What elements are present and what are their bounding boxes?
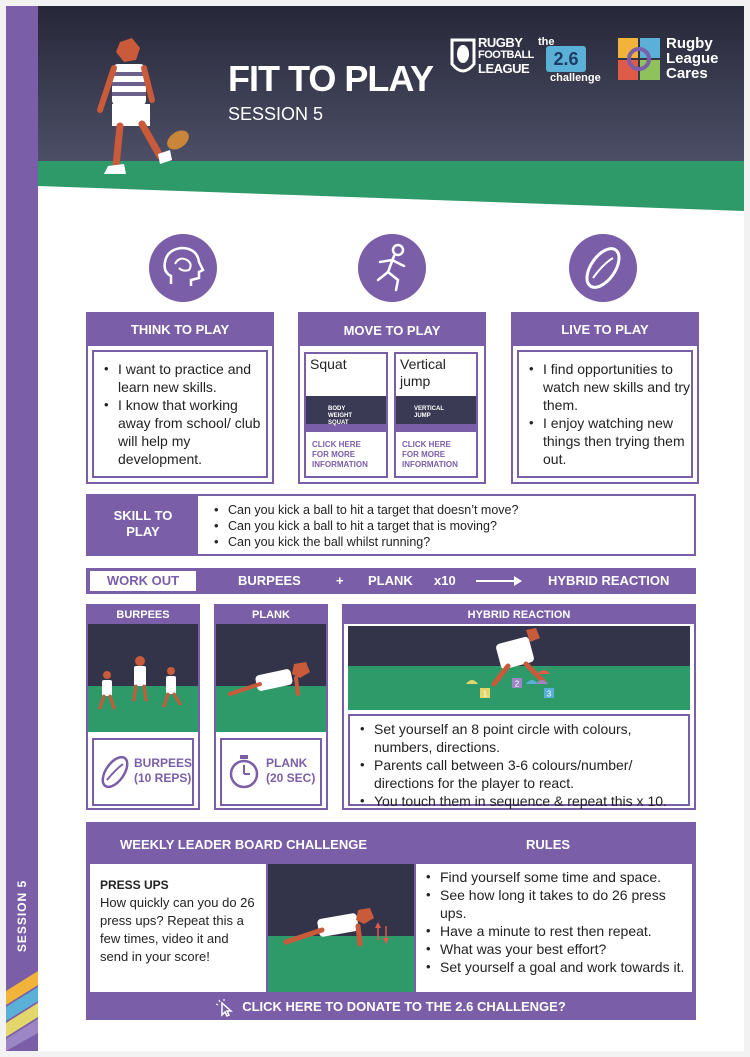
page-title: FIT TO PLAY	[228, 58, 434, 99]
burpees-card: BURPEES	[86, 604, 200, 810]
side-session-label: SESSION 5	[15, 879, 29, 953]
workout-bar: WORK OUT BURPEES + PLANK x10 HYBRID REAC…	[86, 568, 696, 594]
skill-item: Can you kick a ball to hit a target that…	[204, 518, 518, 534]
move-to-play-card: MOVE TO PLAY Squat BODY WEIGHT SQUAT CLI…	[298, 312, 486, 484]
workout-part-hybrid: HYBRID REACTION	[548, 573, 670, 588]
hybrid-reaction-title: HYBRID REACTION	[344, 606, 694, 624]
burpees-title: BURPEES	[88, 606, 198, 624]
arrow-right-icon	[476, 576, 522, 586]
plank-caption: PLANK(20 SEC)	[220, 738, 322, 806]
header-background	[38, 6, 744, 211]
rugby-ball-outline-icon	[101, 755, 129, 789]
cursor-click-icon	[215, 998, 234, 1017]
hybrid-reaction-illustration: 1 2 3	[348, 626, 690, 710]
workout-part-plank: PLANK	[368, 573, 413, 588]
think-to-play-title: THINK TO PLAY	[88, 314, 272, 346]
hybrid-item: Parents call between 3-6 colours/number/…	[350, 756, 688, 792]
brain-icon	[163, 246, 205, 286]
poster-page: SESSION 5	[6, 6, 744, 1051]
rule-item: What was your best effort?	[416, 940, 692, 958]
challenge-26-logo: the 2.6 challenge	[538, 36, 601, 84]
workout-label: WORK OUT	[90, 571, 196, 591]
skill-item: Can you kick a ball to hit a target that…	[204, 502, 518, 518]
leader-board-section: WEEKLY LEADER BOARD CHALLENGE RULES PRES…	[86, 822, 696, 1020]
rugby-ball-icon	[585, 247, 621, 289]
rules-panel: Find yourself some time and space. See h…	[416, 864, 692, 992]
donate-text[interactable]: CLICK HERE TO DONATE TO THE 2.6 CHALLENG…	[242, 999, 566, 1014]
workout-reps: x10	[434, 573, 456, 588]
rule-item: Find yourself some time and space.	[416, 868, 692, 886]
brain-circle	[149, 234, 217, 302]
think-to-play-card: THINK TO PLAY I want to practice and lea…	[86, 312, 274, 484]
side-color-stripes	[6, 971, 38, 1051]
workout-part-burpees: BURPEES	[238, 573, 301, 588]
workout-plus: +	[336, 573, 344, 588]
marker-2-label: 2	[515, 680, 520, 689]
live-item: I enjoy watching new things then trying …	[519, 414, 691, 468]
think-item: I know that working away from school/ cl…	[94, 396, 266, 468]
live-to-play-card: LIVE TO PLAY I find opportunities to wat…	[511, 312, 699, 484]
press-ups-panel: PRESS UPS How quickly can you do 26 pres…	[90, 864, 266, 992]
rugby-league-cares-logo: Rugby League Cares	[618, 36, 728, 86]
live-item: I find opportunities to watch new skills…	[519, 360, 691, 414]
hybrid-reaction-card: HYBRID REACTION 1 2 3	[342, 604, 696, 810]
burpees-caption: BURPEES(10 REPS)	[92, 738, 194, 806]
rule-item: See how long it takes to do 26 press ups…	[416, 886, 692, 922]
kicking-player-illustration	[97, 38, 189, 174]
live-to-play-title: LIVE TO PLAY	[513, 314, 697, 346]
ball-circle	[569, 234, 637, 302]
rule-item: Set yourself a goal and work towards it.	[416, 958, 692, 976]
header-banner: FIT TO PLAY SESSION 5 RUGBY FOOTBALL LEA…	[38, 6, 744, 216]
leader-board-title: WEEKLY LEADER BOARD CHALLENGE	[120, 837, 368, 852]
think-item: I want to practice and learn new skills.	[94, 360, 266, 396]
press-ups-title: PRESS UPS	[100, 878, 169, 892]
page-subtitle: SESSION 5	[228, 104, 324, 124]
vertical-jump-label: Vertical jump	[400, 356, 446, 389]
marker-3-label: 3	[547, 690, 552, 699]
hybrid-item: Set yourself an 8 point circle with colo…	[350, 720, 688, 756]
plank-title: PLANK	[216, 606, 326, 624]
press-ups-text: How quickly can you do 26 press ups? Rep…	[100, 895, 255, 964]
rules-title: RULES	[526, 837, 571, 852]
rule-item: Have a minute to rest then repeat.	[416, 922, 692, 940]
move-to-play-title: MOVE TO PLAY	[300, 314, 484, 346]
stopwatch-icon	[229, 755, 259, 789]
squat-video-thumbnail[interactable]: BODY WEIGHT SQUAT	[306, 396, 386, 432]
marker-1-label: 1	[483, 690, 488, 699]
rfl-shield-icon	[450, 38, 476, 73]
vertical-jump-video-thumbnail[interactable]: VERTICAL JUMP	[396, 396, 476, 432]
press-ups-illustration	[268, 864, 414, 992]
side-strip: SESSION 5	[6, 6, 38, 1051]
burpees-illustration	[88, 624, 198, 732]
runner-circle	[358, 234, 426, 302]
runner-icon	[376, 243, 406, 292]
squat-label: Squat	[310, 356, 347, 372]
rfl-logo: RUGBY FOOTBALL LEAGUE	[450, 36, 534, 86]
hybrid-item: You touch them in sequence & repeat this…	[350, 792, 688, 810]
plank-illustration	[216, 624, 326, 732]
skill-item: Can you kick the ball whilst running?	[204, 534, 518, 550]
plank-card: PLANK PLANK(20 SEC)	[214, 604, 328, 810]
cares-squares-icon	[618, 38, 660, 80]
donate-link[interactable]: CLICK HERE TO DONATE TO THE 2.6 CHALLENG…	[86, 994, 696, 1020]
